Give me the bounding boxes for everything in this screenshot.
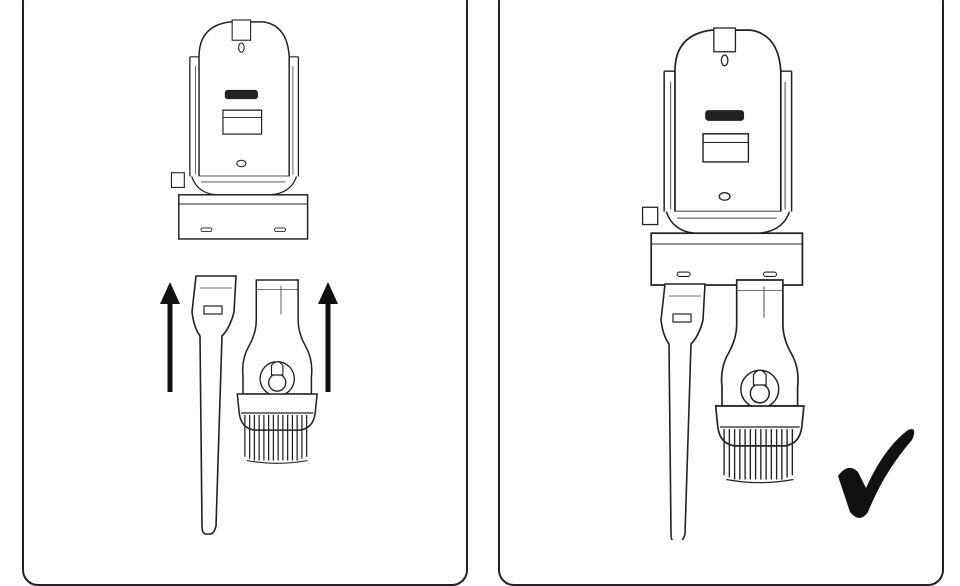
- crevice-tool-docked: [660, 283, 706, 540]
- docking-station-after: [641, 27, 804, 286]
- brush-tool-before: [236, 279, 318, 465]
- crevice-tool-before: [191, 275, 237, 535]
- checkmark-icon: [838, 429, 915, 518]
- brush-tool-docked: [714, 279, 805, 484]
- arrow-up-icon: [160, 282, 180, 392]
- arrow-up-icon: [318, 282, 338, 392]
- brand-label-right: Numatic: [710, 99, 740, 108]
- brand-label-left: Numatic: [231, 79, 257, 86]
- docking-station-before: [170, 19, 309, 240]
- illustration-canvas: Numatic Numatic: [160, 19, 915, 540]
